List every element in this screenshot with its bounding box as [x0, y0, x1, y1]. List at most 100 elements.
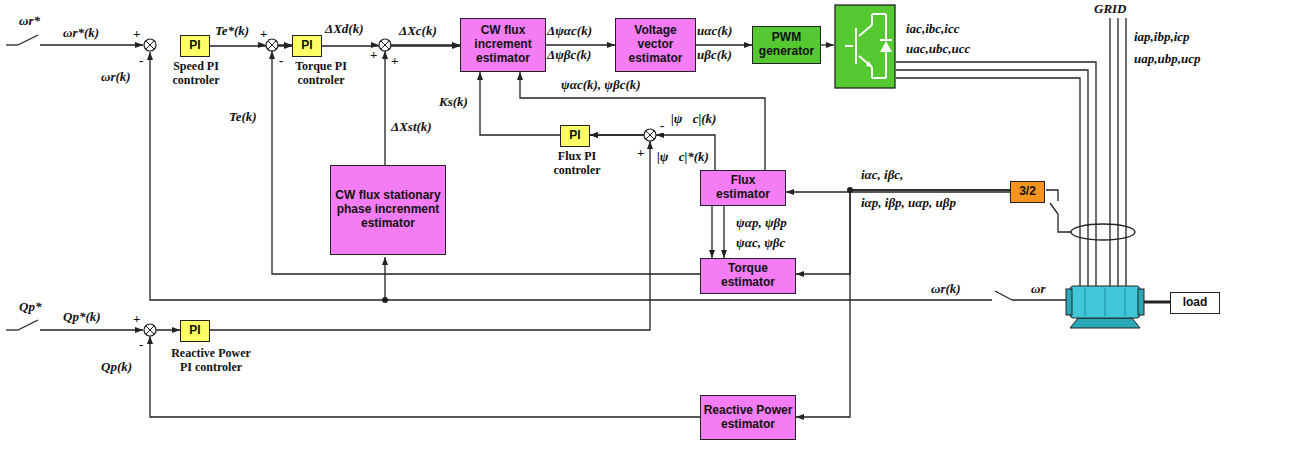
block-label: CW flux stationary phase increnment esti… [331, 189, 445, 230]
estimator-block: CW flux stationary phase increnment esti… [330, 165, 446, 255]
estimator-block: Flux estimator [700, 170, 786, 206]
signal-arrow [796, 190, 1010, 417]
sampling-switch [995, 291, 1012, 300]
signal-arrow [210, 135, 650, 330]
junction-input-head [258, 42, 266, 48]
signal-label: Ks(k) [438, 95, 469, 109]
pi-controller: PISpeed PI controler [180, 35, 210, 57]
signal-label: uαc(k) [696, 24, 733, 38]
junction-cross [646, 131, 654, 139]
signal-label: Qp* [18, 300, 42, 314]
signal-label: ΔXc(k) [398, 24, 438, 38]
signal-label: |ψ⃗c|*(k) [656, 150, 710, 164]
junction-cross [381, 41, 389, 49]
block-label: Flux estimator [701, 174, 785, 202]
switch-wire [6, 329, 18, 330]
estimator-block: Voltage vector estimator [615, 18, 696, 72]
junction-cross [268, 41, 276, 49]
signal-label: GRID [1093, 2, 1128, 16]
speed-branch-wire [384, 257, 385, 300]
signal-label: iap,ibp,icp [1133, 30, 1191, 44]
control-winding-wire [896, 70, 1088, 286]
block-caption: Flux PI controler [546, 150, 608, 178]
block-label: PI [567, 129, 582, 143]
control-winding-wire [896, 62, 1096, 286]
junction-sign: - [138, 54, 144, 68]
junction-sign: - [659, 119, 665, 133]
signal-label: Qp(k) [100, 360, 133, 374]
block-caption: Speed PI controler [161, 60, 231, 88]
control-winding-wire [896, 78, 1080, 286]
junction-sign: + [390, 54, 399, 68]
load-box: load [1170, 292, 1220, 314]
signal-label: ψαp, ψβp [735, 216, 788, 230]
pwm-block: PWM generator [752, 26, 821, 64]
block-label: 3/2 [1017, 185, 1038, 199]
grid-wire [1109, 18, 1110, 286]
junction-input-head [147, 336, 153, 344]
estimator-block: Torque estimator [700, 258, 796, 294]
block-label: PI [187, 39, 202, 53]
signal-label: Δψαc(k) [546, 24, 593, 38]
signal-label: iαp, iβp, uαp, uβp [860, 196, 957, 210]
signal-label: uap,ubp,ucp [1133, 52, 1201, 66]
block-label: PI [299, 39, 314, 53]
block-label: Torque estimator [701, 262, 795, 290]
sampling-switch [18, 320, 38, 330]
block-label: PI [187, 324, 202, 338]
signal-arrow [711, 206, 712, 258]
block-caption: Torque PI controler [286, 60, 356, 88]
signal-label: ψαc(k), ψβc(k) [560, 78, 642, 92]
signal-label: Te*(k) [214, 24, 250, 38]
junction-input-head [647, 141, 653, 149]
signal-arrow [723, 206, 724, 258]
signal-label: ωr*(k) [62, 26, 100, 40]
signal-arrow [520, 72, 765, 170]
signal-label: ΔXd(k) [324, 22, 364, 36]
junction-cross [146, 326, 154, 334]
signal-label: ωr(k) [100, 70, 132, 84]
junction-dot [847, 187, 853, 193]
junction-dot [382, 297, 388, 303]
sampling-switch [1050, 203, 1058, 214]
signal-label: Qp*(k) [62, 310, 102, 324]
inverter-symbol [835, 5, 895, 88]
junction-input-head [382, 51, 388, 59]
block-label: load [1181, 296, 1210, 310]
pi-controller: PIFlux PI controler [560, 125, 590, 147]
signal-arrow [786, 191, 1010, 192]
signal-arrow [796, 190, 1010, 274]
pi-controller: PITorque PI controler [292, 35, 322, 57]
junction-input-head [269, 51, 275, 59]
signal-label: iαc, iβc, [860, 168, 904, 182]
speed-feedback-wire [150, 52, 992, 300]
junction-sign: - [138, 338, 144, 352]
pi-controller: PIReactive Power PI controler [180, 320, 210, 342]
signal-label: ωr* [18, 14, 41, 28]
junction-sign: + [636, 146, 645, 160]
signal-arrow [546, 44, 615, 45]
reference-wire [40, 329, 143, 330]
signal-label: ψαc, ψβc [735, 236, 786, 250]
junction-sign: + [132, 27, 141, 41]
sensor-wire [1046, 190, 1058, 201]
signal-label: iac,ibc,icc [905, 22, 960, 36]
signal-label: ωr(k) [930, 282, 962, 296]
reference-wire [40, 44, 143, 45]
signal-label: uβc(k) [696, 48, 733, 62]
signal-arrow [696, 44, 752, 45]
junction-sign: - [278, 54, 284, 68]
machine-symbol [1066, 286, 1144, 328]
summing-junction [644, 129, 656, 141]
grid-wire [1125, 18, 1126, 286]
summing-junction [144, 39, 156, 51]
estimator-block: CW flux increment estimator [460, 18, 546, 72]
block-label: CW flux increment estimator [461, 24, 545, 65]
summing-junction [144, 324, 156, 336]
transform-block: 3/2 [1010, 181, 1045, 203]
signal-arrow [272, 45, 700, 274]
signal-label: |ψ⃗c|(k) [670, 112, 717, 126]
junction-cross [146, 41, 154, 49]
block-label: Voltage vector estimator [616, 24, 695, 65]
